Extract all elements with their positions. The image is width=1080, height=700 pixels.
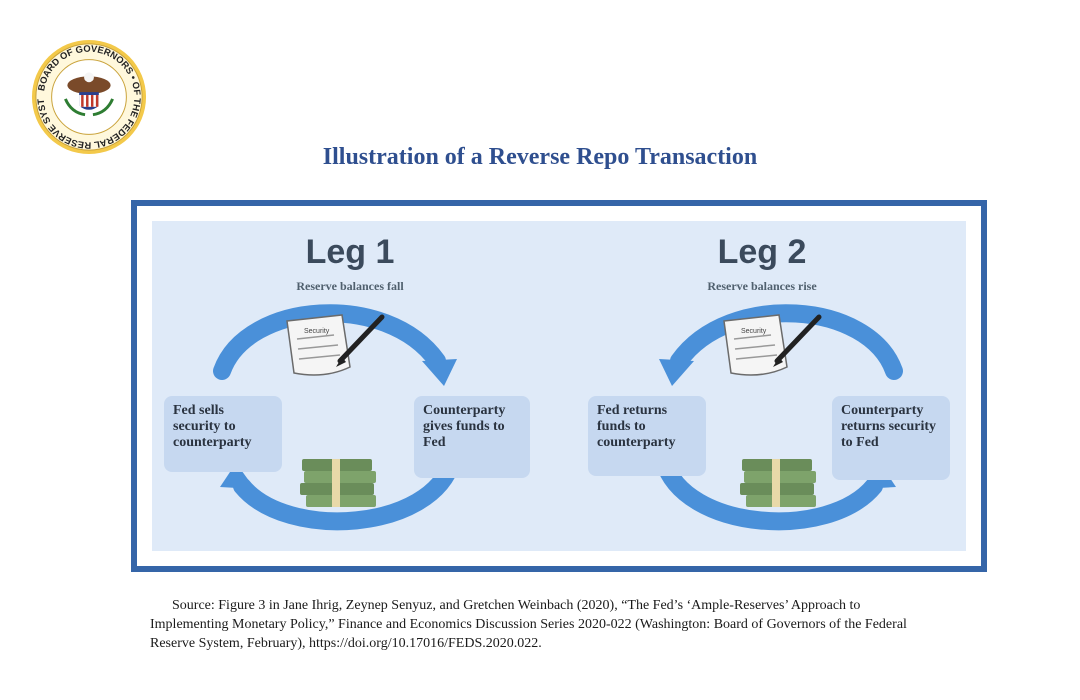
source-text: Source: Figure 3 in Jane Ihrig, Zeynep S… <box>150 598 907 651</box>
source-citation: Source: Figure 3 in Jane Ihrig, Zeynep S… <box>150 596 940 653</box>
leg-2-cycle-graphic: Security <box>655 304 903 531</box>
leg-2-title: Leg 2 <box>717 233 807 271</box>
leg-1-money-stack-icon <box>300 459 376 507</box>
eagle-icon <box>64 72 114 117</box>
leg-2-money-stack-icon <box>740 459 816 507</box>
leg-2-document-label: Security <box>741 328 767 335</box>
leg-1-subtitle: Reserve balances fall <box>296 279 404 293</box>
leg-1-bottom-arrow-head <box>220 463 255 489</box>
leg-1-document-label: Security <box>304 328 330 335</box>
diagram-frame: Security Leg 1 Reserve balances fall Fed… <box>131 200 987 572</box>
leg-2-bottom-arrow <box>655 452 883 531</box>
leg-2-subtitle: Reserve balances rise <box>707 279 817 293</box>
leg-1-panel: Security Leg 1 Reserve balances fall Fed… <box>152 221 548 551</box>
leg-2-pen-icon <box>773 314 822 367</box>
federal-reserve-seal-logo: BOARD OF GOVERNORS • OF THE FEDERAL RESE… <box>30 38 147 155</box>
leg-2-right-box: Counterparty returns security to Fed <box>832 396 950 480</box>
diagram-title: Illustration of a Reverse Repo Transacti… <box>322 144 758 170</box>
leg-1-security-document-icon: Security <box>286 314 351 376</box>
leg-1-bottom-arrow <box>233 452 461 531</box>
leg-1-pen-icon <box>336 314 385 367</box>
leg-2-panel: Security Leg 2 Reserve balances rise Fed… <box>564 221 960 551</box>
leg-2-top-arrow-head <box>659 359 694 386</box>
leg-2-top-arrow <box>670 304 903 380</box>
leg-2-left-box: Fed returns funds to counterparty <box>588 396 706 476</box>
leg-1-top-arrow-head <box>422 359 457 386</box>
leg-1-left-box: Fed sells security to counterparty <box>164 396 282 472</box>
leg-1-title: Leg 1 <box>305 233 395 271</box>
leg-1-top-arrow <box>213 304 446 380</box>
diagram-panel-background: Security Leg 1 Reserve balances fall Fed… <box>152 221 966 551</box>
leg-2-security-document-icon: Security <box>723 314 788 376</box>
leg-1-right-box: Counterparty gives funds to Fed <box>414 396 530 478</box>
leg-1-cycle-graphic: Security <box>213 304 461 531</box>
